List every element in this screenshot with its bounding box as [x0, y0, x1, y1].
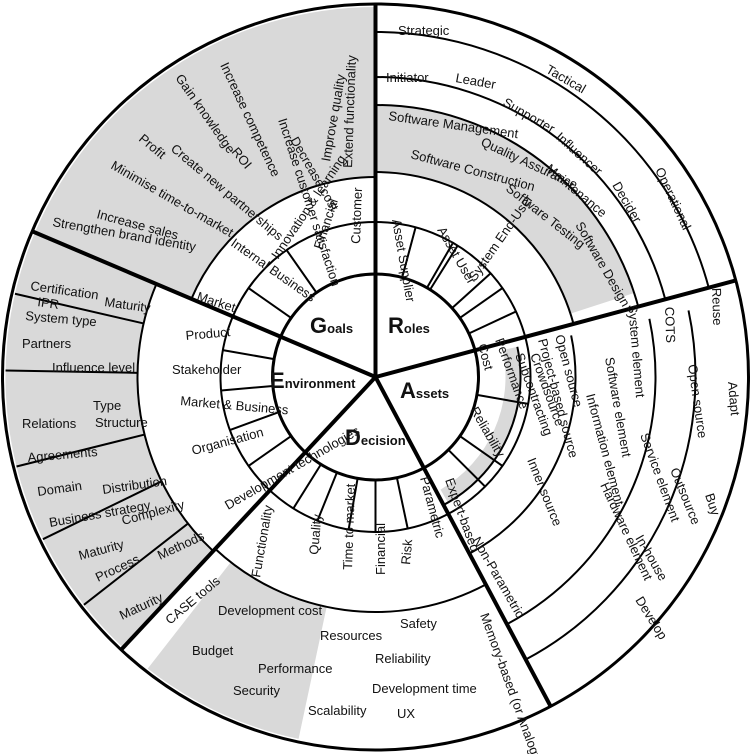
sector-dividers: [31, 4, 737, 708]
sector-divider: [119, 450, 307, 652]
core-dividers: [279, 274, 476, 469]
subcategory-separator: [401, 227, 417, 278]
roles-ring: [375, 31, 710, 288]
subcategory-separator: [347, 478, 359, 530]
decision-sub: Quality: [306, 513, 325, 555]
decision-item: Reliability: [375, 651, 431, 666]
environment-ring: [136, 283, 214, 552]
roles-ring: [375, 171, 575, 325]
subcategory-separator: [447, 449, 486, 488]
ring-lines: [5, 31, 710, 661]
decision-item: Performance: [258, 661, 332, 676]
subcategory-separator: [316, 472, 338, 522]
subcategory-separator: [292, 463, 322, 509]
subcategory-separator: [229, 411, 280, 431]
environment-row-line: [83, 522, 189, 606]
decision-item: UX: [397, 706, 415, 721]
environment-item: System type: [25, 308, 98, 329]
decision-shade: [147, 562, 327, 739]
subcategory-separator: [468, 310, 517, 335]
decision-sub: Time to market: [340, 483, 358, 570]
subcategory-separator: [429, 245, 459, 291]
decision-ring: [214, 548, 487, 613]
environment-row-line: [14, 292, 144, 325]
environment-label: Environment: [270, 368, 356, 393]
subcategory-separator: [247, 435, 292, 467]
environment-row-line: [5, 369, 138, 374]
assets-strategy: Buy: [702, 491, 723, 517]
decision-sub: Financial: [373, 523, 388, 575]
subcategory-separator: [395, 477, 409, 529]
subcategory-separator: [451, 272, 492, 309]
decision-item: Security: [233, 683, 280, 698]
goals-sub-customer: Customer: [348, 187, 365, 245]
roles-ring: [375, 104, 640, 307]
goals-ring: [190, 176, 376, 300]
environment-row-line: [42, 480, 163, 541]
goals-label: Goals: [310, 313, 353, 338]
subcategory-separator: [426, 242, 454, 289]
subcategory-separator: [459, 435, 504, 467]
decision-item: Scalability: [308, 703, 367, 718]
assets-label: Assets: [400, 378, 449, 403]
environment-item: Type: [93, 398, 121, 413]
decision-label: Decision: [345, 425, 406, 450]
assets-sub: Cost: [475, 342, 497, 372]
sector-divider: [31, 229, 282, 339]
assets-shade: [440, 346, 521, 503]
subcategory-separator: [285, 249, 318, 294]
goals-item: Extend functionality: [340, 54, 359, 168]
assets-ring: [525, 310, 697, 661]
assets-origin: COTS: [662, 307, 678, 344]
decision-item: Resources: [320, 628, 383, 643]
environment-item: Agreements: [27, 444, 99, 465]
decision-item: Development time: [372, 681, 477, 696]
environment-row-line: [16, 433, 145, 468]
decision-item: Budget: [192, 643, 234, 658]
core-divider: [374, 348, 476, 379]
subcategory-separator: [222, 349, 275, 361]
environment-item: Relations: [22, 416, 77, 431]
assets-ring: [506, 318, 657, 626]
environment-sub: Product: [185, 324, 231, 343]
decision-sub: Risk: [398, 538, 415, 565]
environment-item: IPR: [37, 294, 61, 312]
subcategory-separator: [476, 393, 529, 405]
core-divider: [303, 375, 377, 454]
assets-strategy: Reuse: [709, 288, 725, 326]
decision-item: Safety: [400, 616, 437, 631]
subcategory-separator: [459, 287, 504, 319]
roles-type: Leader: [454, 70, 497, 92]
environment-item: Domain: [36, 478, 82, 499]
core-divider: [373, 376, 426, 469]
subcategory-separator: [247, 287, 292, 319]
roles-type: Initiator: [386, 70, 429, 85]
sector-divider: [422, 467, 553, 708]
subcategory-separator: [221, 384, 273, 392]
assets-ring: [468, 335, 577, 555]
core-divider: [279, 334, 377, 379]
roles-shade: [375, 105, 635, 314]
goals-shade: [34, 7, 376, 299]
environment-sub: Stakeholder: [172, 362, 242, 377]
roles-level: Strategic: [398, 23, 450, 38]
assets-strategy: Adapt: [725, 381, 743, 417]
environment-item: Influence level: [52, 360, 135, 375]
roles-label: Roles: [388, 313, 430, 338]
environment-item: Partners: [22, 336, 72, 351]
roles-ring: [375, 76, 667, 300]
decision-item: Development cost: [218, 603, 322, 618]
assets-ring: [443, 346, 522, 506]
sector-divider: [474, 278, 737, 353]
environment-item: Structure: [95, 415, 148, 430]
environment-item: Maturity: [104, 294, 152, 315]
